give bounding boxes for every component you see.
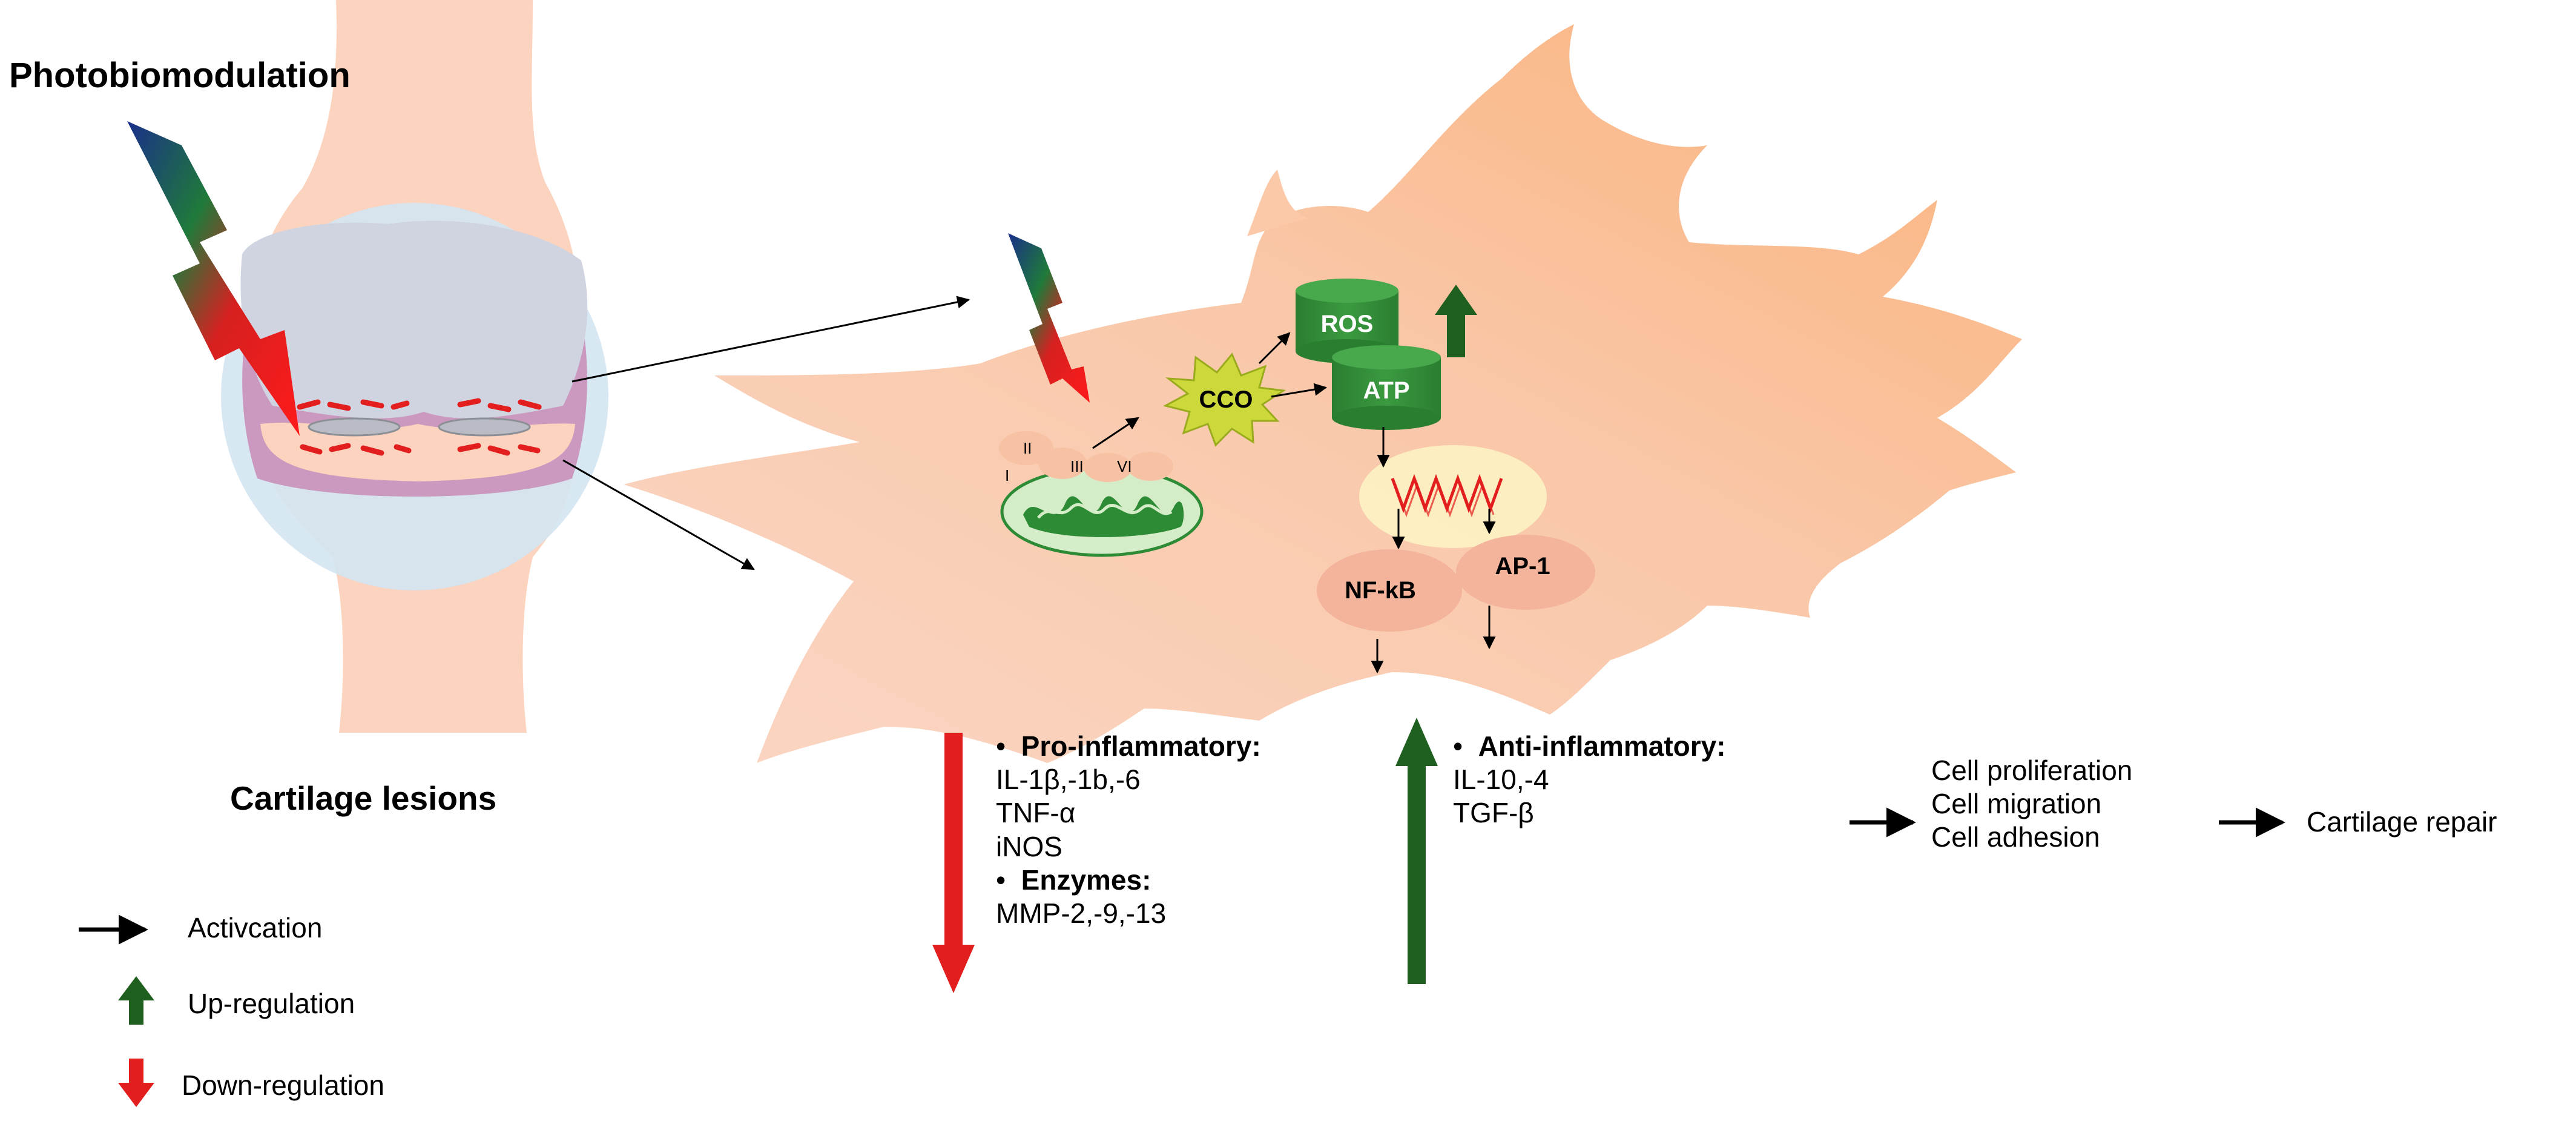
pro-bullet: • [996,730,1006,762]
nfkb-label: NF-kB [1345,577,1416,604]
pro-inflammatory-list: • Pro-inflammatory: IL-1β,-1b,-6 TNF-α i… [996,730,1261,930]
outcome-item: Cell migration [1931,788,2102,820]
ros-cylinder [1296,279,1398,363]
pro-item: iNOS [996,830,1062,862]
legend-red-down-arrow-icon [118,1059,154,1107]
pro-header-row: • Pro-inflammatory: [996,730,1261,763]
ap1-oval [1456,535,1595,610]
pro-header: Pro-inflammatory: [1021,730,1261,762]
tibial-cartilage [260,422,575,481]
legend-activation-label: Activcation [188,912,323,944]
final-outcome: Cartilage repair [2307,806,2497,838]
ap1-label: AP-1 [1495,553,1550,580]
knee-joint [221,0,608,733]
chondrocyte-cell [624,24,2022,763]
legend-downregulation-label: Down-regulation [182,1069,384,1101]
legend-upregulation-label: Up-regulation [188,988,355,1019]
meniscus-right [438,417,531,437]
nucleus [1359,445,1547,548]
meniscus-left [308,417,401,437]
joint-caption: Cartilage lesions [230,779,497,817]
anti-inflammatory-up-arrow-icon [1395,718,1438,984]
respiratory-complexes [999,431,1173,482]
enzymes-header-row: • Enzymes: [996,864,1261,897]
anti-header-row: • Anti-inflammatory: [1453,730,1726,763]
title: Photobiomodulation [9,56,351,95]
ros-label: ROS [1320,311,1374,337]
cell-protrusion [1247,170,1308,236]
lesion-marks [297,398,542,456]
nfkb-oval [1317,549,1462,632]
complex-label-vi: VI [1117,457,1132,475]
outcomes-list: Cell proliferation Cell migration Cell a… [1931,754,2132,854]
pro-item: TNF-α [996,797,1076,829]
pro-item: IL-1β,-1b,-6 [996,764,1141,796]
pathway-arrows [562,296,1496,674]
complex-label-iii: III [1070,457,1084,475]
light-bolt-small-icon [1008,233,1090,403]
anti-bullet: • [1453,730,1463,762]
pro-inflammatory-down-arrow-icon [932,733,975,993]
femoral-cartilage [240,220,588,418]
anti-header: Anti-inflammatory: [1478,730,1726,762]
complex-label-i: I [1005,466,1010,484]
anti-item: IL-10,-4 [1453,764,1549,796]
enzymes-bullet: • [996,864,1006,896]
cco-starburst [1162,352,1286,447]
anti-inflammatory-list: • Anti-inflammatory: IL-10,-4 TGF-β [1453,730,1726,830]
legend-green-up-arrow-icon [118,976,154,1025]
cco-label: CCO [1199,386,1253,413]
dna-strand-2 [1394,481,1495,518]
outcome-item: Cell adhesion [1931,821,2100,853]
outcome-item: Cell proliferation [1931,755,2133,786]
atp-cylinder [1332,345,1441,430]
complex-label-ii: II [1023,439,1032,457]
enzymes-item: MMP-2,-9,-13 [996,897,1167,929]
enzymes-header: Enzymes: [1021,864,1151,896]
ros-up-arrow-icon [1435,285,1477,357]
atp-label: ATP [1363,377,1410,404]
anti-item: TGF-β [1453,797,1534,829]
light-bolt-large-icon [127,121,300,436]
mitochondrion [1000,466,1204,557]
